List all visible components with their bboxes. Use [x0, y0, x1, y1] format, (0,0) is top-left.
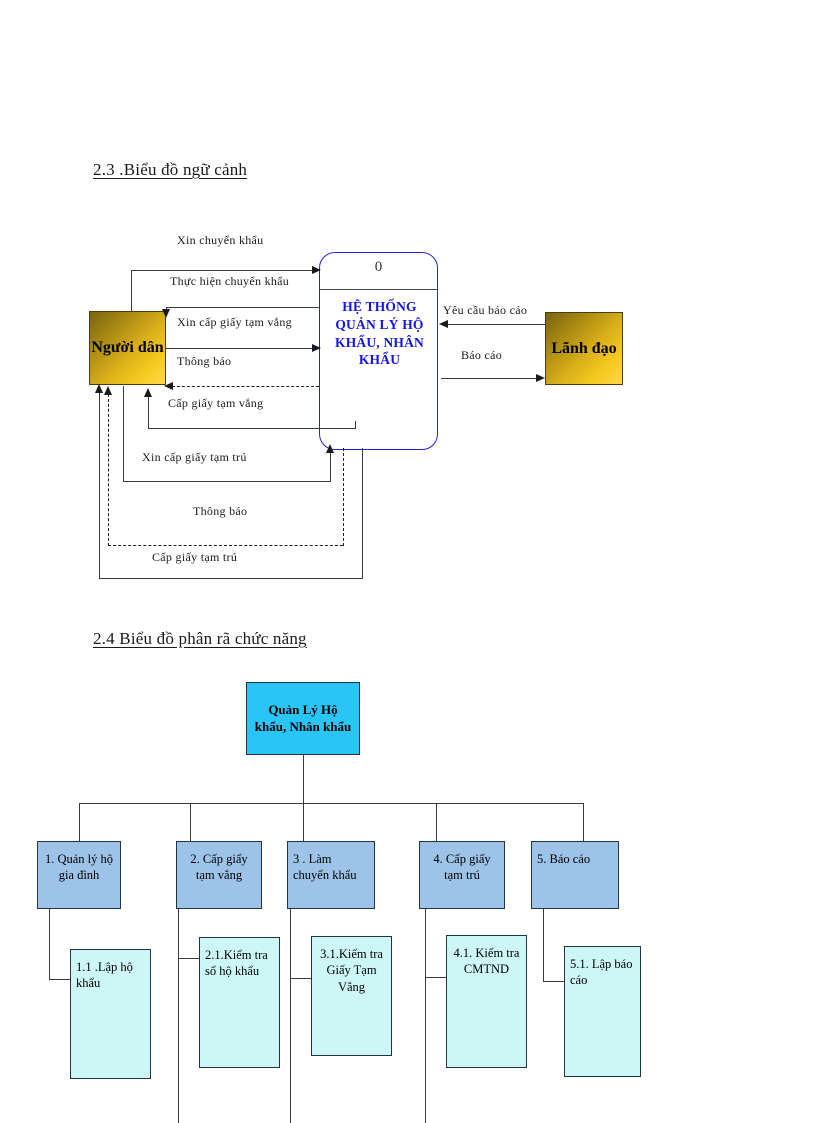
fd-subnode-3-label: 3.1.Kiểm tra Giấy Tạm Vắng [320, 947, 383, 994]
external-entity-lanh-dao-label: Lãnh đạo [551, 339, 617, 357]
fd-root-stem [303, 755, 304, 783]
flow-arrow-f8 [94, 384, 103, 393]
fd-node-4: 4. Cấp giấy tạm trú [419, 841, 505, 909]
fd-subnode-4-label: 4.1. Kiểm tra CMTND [453, 946, 520, 977]
flow-label-xin-cap-giay-tam-tru: Xin cấp giấy tạm trú [142, 450, 247, 464]
flow-label-thong-bao-2: Thông báo [193, 504, 248, 518]
flow-line-f9-horizontal [447, 324, 545, 325]
flow-line-f7-vertical-left [108, 394, 109, 546]
fd-connector-2-horizontal [178, 958, 199, 959]
flow-arrow-f3 [312, 343, 321, 352]
external-entity-nguoi-dan-label: Người dân [91, 339, 164, 357]
fd-node-1: 1. Quản lý hộ gia đình [37, 841, 121, 909]
flow-arrow-f1 [312, 265, 321, 274]
fd-node-2-label: 2. Cấp giấy tạm vắng [190, 852, 248, 883]
fd-subnode-3: 3.1.Kiểm tra Giấy Tạm Vắng [311, 936, 392, 1056]
fd-node-1-label: 1. Quản lý hộ gia đình [44, 852, 114, 883]
flow-line-f8-vertical-right [362, 448, 363, 579]
flow-line-f5-vertical-left [148, 396, 149, 429]
flow-arrow-f9 [439, 319, 448, 328]
flow-label-thong-bao-1: Thông báo [177, 354, 232, 368]
fd-subnode-1-label: 1.1 .Lập hộ khẩu [76, 960, 133, 991]
flow-label-xin-cap-giay-tam-vang: Xin cấp giấy tạm vắng [177, 315, 292, 329]
flow-line-f5-vertical-right [355, 421, 356, 429]
external-entity-lanh-dao: Lãnh đạo [545, 312, 623, 385]
fd-node-3-label: 3 . Làm chuyển khẩu [293, 852, 357, 883]
section-heading-context-diagram: 2.3 .Biểu đồ ngữ cảnh [93, 160, 248, 179]
fd-root-node: Quản Lý Hộ khẩu, Nhân khẩu [246, 682, 360, 755]
flow-arrow-f2 [161, 309, 170, 318]
flow-arrow-f6 [325, 444, 334, 453]
flow-line-f10-horizontal [441, 378, 540, 379]
flow-label-cap-giay-tam-tru: Cấp giấy tạm trú [152, 550, 238, 564]
fd-subnode-2-label: 2.1.Kiểm tra sổ hộ khẩu [205, 948, 268, 979]
fd-subnode-5: 5.1. Lập báo cáo [564, 946, 641, 1077]
fd-subnode-5-label: 5.1. Lập báo cáo [570, 957, 633, 988]
fd-connector-2-vertical [178, 909, 179, 1123]
fd-node-4-label: 4. Cấp giấy tạm trú [433, 852, 491, 883]
fd-subnode-1: 1.1 .Lập hộ khẩu [70, 949, 151, 1079]
flow-line-f8-horizontal [99, 578, 362, 579]
fd-root-node-label: Quản Lý Hộ khẩu, Nhân khẩu [254, 701, 352, 734]
fd-connector-5-vertical [543, 909, 544, 981]
fd-node-3: 3 . Làm chuyển khẩu [287, 841, 375, 909]
fd-drop-1 [79, 803, 80, 841]
fd-drop-3 [303, 803, 304, 841]
fd-connector-1-vertical [49, 909, 50, 979]
section-heading-function-decomposition: 2.4 Biểu đồ phân rã chức năng [93, 629, 307, 648]
system-process-title: HỆ THỐNG QUẢN LÝ HỘ KHẨU, NHÂN KHẨU [335, 299, 424, 368]
fd-node-5: 5. Báo cáo [531, 841, 619, 909]
flow-line-f4-horizontal [172, 386, 319, 387]
flow-line-f6-vertical-right [330, 452, 331, 482]
flow-label-bao-cao: Báo cáo [461, 348, 503, 362]
system-process-id: 0 [374, 259, 383, 275]
flow-line-f3-horizontal [166, 348, 317, 349]
fd-connector-5-horizontal [543, 981, 564, 982]
fd-drop-4 [436, 803, 437, 841]
flow-label-thuc-hien-chuyen-khau: Thực hiện chuyển khẩu [170, 274, 290, 288]
fd-drop-5 [583, 803, 584, 841]
flow-arrow-f7 [103, 386, 112, 395]
fd-bus-riser [303, 783, 304, 804]
flow-line-f5-horizontal [148, 428, 355, 429]
fd-node-2: 2. Cấp giấy tạm vắng [176, 841, 262, 909]
system-box-divider [320, 289, 437, 290]
fd-connector-4-vertical [425, 909, 426, 1123]
external-entity-nguoi-dan: Người dân [89, 311, 166, 385]
fd-subnode-2: 2.1.Kiểm tra sổ hộ khẩu [199, 937, 280, 1068]
flow-arrow-f10 [536, 373, 545, 382]
flow-line-f8-vertical-left [99, 392, 100, 579]
flow-label-cap-giay-tam-vang: Cấp giấy tạm vắng [168, 396, 264, 410]
flow-line-f1-horizontal [131, 270, 317, 271]
fd-connector-4-horizontal [425, 977, 446, 978]
flow-label-yeu-cau-bao-cao: Yêu cầu báo cáo [443, 303, 528, 317]
flow-line-f1-vertical [131, 270, 132, 312]
fd-connector-3-vertical [290, 909, 291, 1123]
flow-line-f6-horizontal [123, 481, 330, 482]
flow-arrow-f5 [143, 388, 152, 397]
fd-node-5-label: 5. Báo cáo [537, 852, 591, 866]
flow-label-xin-chuyen-khau: Xin chuyển khẩu [177, 233, 264, 247]
fd-subnode-4: 4.1. Kiểm tra CMTND [446, 935, 527, 1068]
flow-line-f6-vertical-left [123, 386, 124, 482]
fd-drop-2 [190, 803, 191, 841]
flow-line-f7-horizontal [108, 545, 343, 546]
flow-line-f7-vertical-right [343, 448, 344, 546]
fd-connector-3-horizontal [290, 978, 311, 979]
system-process-box: 0 HỆ THỐNG QUẢN LÝ HỘ KHẨU, NHÂN KHẨU [319, 252, 438, 450]
fd-connector-1-horizontal [49, 979, 70, 980]
fd-bus-horizontal [79, 803, 583, 804]
flow-line-f2-horizontal [166, 307, 319, 308]
flow-arrow-f4 [164, 381, 173, 390]
